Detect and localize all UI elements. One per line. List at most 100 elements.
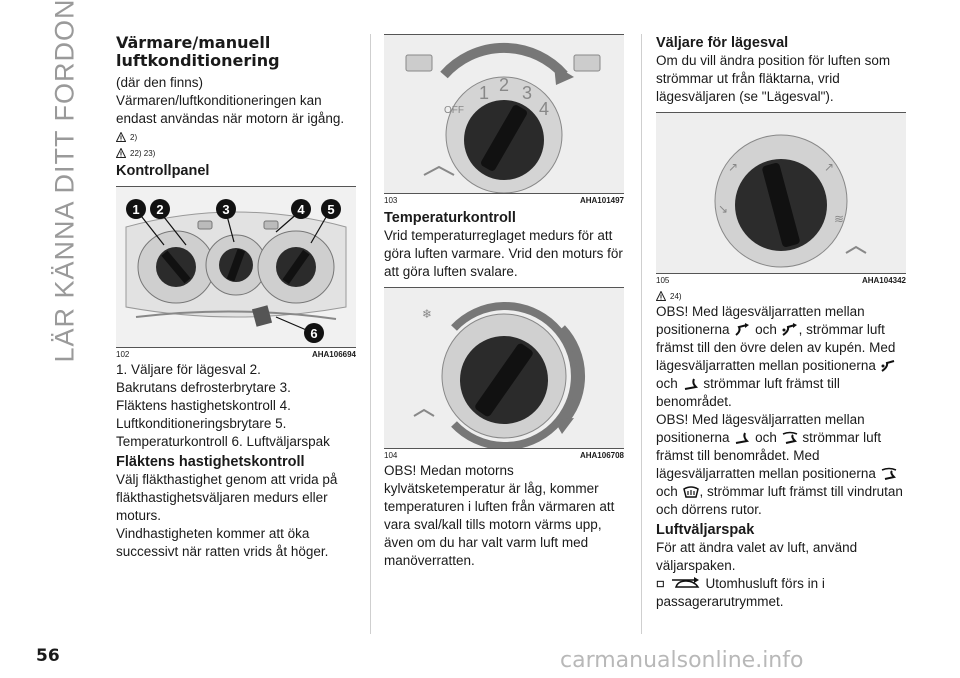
callout-1: 1 — [126, 199, 146, 219]
warning-ref: 24) — [656, 289, 906, 303]
figure-code: AHA106694 — [311, 350, 356, 359]
floor-vent-icon: ↘ — [718, 202, 728, 216]
svg-text:3: 3 — [222, 202, 229, 217]
floor-vent-icon — [684, 378, 698, 391]
section-title: luftkonditionering — [116, 51, 280, 70]
body-text: Vrid temperaturreglaget medurs för att g… — [384, 228, 623, 279]
subheading: Kontrollpanel — [116, 163, 210, 179]
dial-label-4: 4 — [539, 99, 549, 119]
defrost-icon: ≋ — [834, 212, 844, 226]
figure-code: AHA101497 — [579, 196, 624, 205]
bilevel-icon: ↗ — [824, 160, 834, 174]
note-part: OBS! Med lägesväljarratten mellan positi… — [656, 304, 865, 337]
callout-6: 6 — [304, 323, 324, 343]
figure-caption: 103 AHA101497 — [384, 194, 624, 207]
warning-number: 2) — [130, 132, 138, 142]
subheading: Väljare för lägesval — [656, 35, 789, 51]
figure-code: AHA106708 — [579, 451, 624, 460]
note-text: OBS! Medan motorns kylvätsketemperatur ä… — [384, 463, 615, 568]
conjunction: och — [656, 376, 678, 391]
warning-ref: 22) 23) — [116, 146, 356, 160]
conjunction: och — [755, 322, 777, 337]
conjunction: och — [755, 430, 777, 445]
callout-5: 5 — [321, 199, 341, 219]
subheading: Temperaturkontroll — [384, 210, 516, 226]
dial-label-1: 1 — [479, 83, 489, 103]
figure-fan-dial: OFF 1 2 3 4 — [384, 34, 624, 194]
face-vent-icon — [735, 323, 750, 337]
car-recirc-icon — [423, 165, 455, 176]
figure-number: 104 — [384, 451, 398, 460]
column-divider — [641, 34, 642, 634]
subheading: Luftväljarspak — [656, 522, 755, 538]
floor-defrost-icon — [782, 432, 797, 445]
dial-label-off: OFF — [444, 105, 464, 116]
defrost-button-icon — [405, 54, 433, 72]
body-text: Vindhastigheten kommer att öka successiv… — [116, 526, 329, 559]
callout-2: 2 — [150, 199, 170, 219]
column-3: Väljare för lägesval Om du vill ändra po… — [656, 34, 906, 611]
snowflake-icon: ❄ — [422, 307, 432, 321]
note-part: , strömmar luft främst till vindrutan oc… — [656, 484, 903, 517]
chapter-side-title: LÄR KÄNNA DITT FORDON — [40, 0, 90, 362]
dial-label-3: 3 — [522, 83, 532, 103]
bilevel-vent-icon — [881, 360, 894, 373]
legend-item: 1. Väljare för lägesval 2. — [116, 362, 261, 377]
temperature-dial-illustration: ❄ — [384, 288, 624, 448]
note-part: strömmar luft främst till benområdet. — [656, 376, 840, 409]
section-title: Värmare/manuell — [116, 33, 271, 52]
note-part: OBS! Med lägesväljarratten mellan positi… — [656, 412, 865, 445]
floor-defrost-icon — [881, 468, 896, 481]
warning-triangle-icon — [656, 291, 666, 301]
face-vent-icon: ↗ — [728, 160, 738, 174]
legend-item: Luftkonditioneringsbrytare 5. — [116, 416, 287, 431]
figure-number: 105 — [656, 276, 670, 285]
svg-text:2: 2 — [156, 202, 163, 217]
intro-text: Värmaren/luftkonditioneringen kan endast… — [116, 93, 345, 126]
callout-4: 4 — [291, 199, 311, 219]
figure-control-panel: 1 2 3 4 5 6 — [116, 186, 356, 348]
column-divider — [370, 34, 371, 634]
conjunction: och — [656, 484, 678, 499]
figure-caption: 104 AHA106708 — [384, 449, 624, 462]
legend-item: Fläktens hastighetskontroll 4. — [116, 398, 291, 413]
svg-text:6: 6 — [310, 326, 317, 341]
figure-temperature-dial: ❄ — [384, 287, 624, 449]
body-text: Välj fläkthastighet genom att vrida på f… — [116, 472, 338, 523]
note-text: OBS! Med lägesväljarratten mellan positi… — [656, 303, 906, 411]
figure-code: AHA104342 — [861, 276, 906, 285]
note-part: , strömmar luft främst till den övre del… — [656, 322, 896, 373]
svg-text:5: 5 — [327, 202, 334, 217]
ac-button-icon — [573, 54, 601, 72]
windshield-defrost-icon — [682, 486, 699, 499]
bilevel-vent-icon — [782, 323, 797, 337]
figure-number: 103 — [384, 196, 398, 205]
control-panel-illustration: 1 2 3 4 5 6 — [116, 187, 356, 347]
floor-vent-icon — [736, 432, 750, 445]
note-part: Utomhusluft förs in i passagerarutrymmet… — [656, 576, 825, 609]
body-text: För att ändra valet av luft, använd välj… — [656, 540, 858, 573]
warning-triangle-icon — [116, 148, 126, 158]
column-2: OFF 1 2 3 4 103 AHA101497 Temperaturkont… — [384, 34, 624, 570]
figure-number: 102 — [116, 350, 130, 359]
legend-item: Bakrutans defrosterbrytare 3. — [116, 380, 291, 395]
warning-triangle-icon — [116, 132, 126, 142]
square-marker-icon — [656, 581, 664, 588]
column-1: Värmare/manuell luftkonditionering (där … — [116, 34, 356, 561]
mode-dial-illustration: ↗ ↗ ↘ ≋ — [656, 113, 906, 273]
outside-air-icon — [671, 577, 700, 589]
note-text: OBS! Med lägesväljarratten mellan positi… — [656, 411, 906, 519]
intro-text: (där den finns) — [116, 75, 204, 90]
note-part: strömmar luft främst till benområdet. Me… — [656, 430, 882, 481]
body-text: Utomhusluft förs in i passagerarutrymmet… — [656, 575, 906, 611]
figure-caption: 102 AHA106694 — [116, 348, 356, 361]
page-number: 56 — [36, 646, 60, 666]
svg-text:4: 4 — [297, 202, 305, 217]
subheading: Fläktens hastighetskontroll — [116, 454, 305, 470]
watermark-text: carmanualsonline.info — [560, 648, 804, 673]
fan-dial-illustration: OFF 1 2 3 4 — [384, 35, 624, 193]
svg-text:1: 1 — [132, 202, 139, 217]
figure-mode-dial: ↗ ↗ ↘ ≋ — [656, 112, 906, 274]
car-icon — [845, 245, 867, 254]
warning-number: 24) — [670, 291, 682, 301]
